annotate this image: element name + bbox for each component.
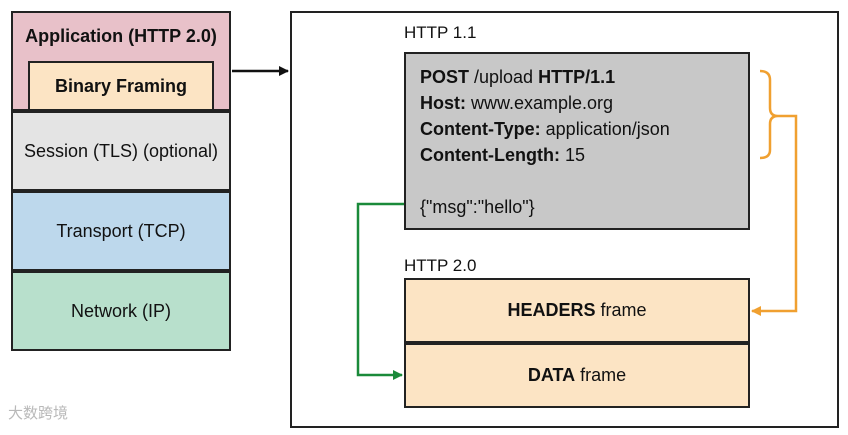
headers-frame-type: HEADERS: [507, 300, 596, 320]
application-layer-label: Application (HTTP 2.0): [25, 26, 217, 46]
network-layer: Network (IP): [11, 271, 231, 351]
headers-frame: HEADERS frame: [404, 278, 750, 343]
header-name: Content-Type:: [420, 119, 541, 139]
session-layer: Session (TLS) (optional): [11, 111, 231, 191]
header-line-host: Host: www.example.org: [420, 90, 748, 116]
request-version: HTTP/1.1: [538, 67, 616, 87]
binary-framing-layer: Binary Framing: [28, 61, 214, 111]
header-value: 15: [559, 145, 585, 165]
network-layer-label: Network (IP): [70, 300, 171, 321]
header-value: application/json: [540, 119, 670, 139]
request-method: POST: [420, 67, 470, 87]
session-layer-label: Session (TLS) (optional): [23, 140, 219, 161]
framing-panel: [290, 11, 839, 428]
body-arrow: [356, 202, 404, 380]
header-name: Content-Length:: [420, 145, 560, 165]
transport-layer-label: Transport (TCP): [56, 220, 186, 241]
request-body: {"msg":"hello"}: [420, 197, 535, 217]
headers-brace: [759, 69, 779, 160]
watermark: 大数跨境: [8, 402, 68, 423]
transport-layer: Transport (TCP): [11, 191, 231, 271]
data-frame-suffix: frame: [575, 365, 627, 385]
data-frame-type: DATA: [527, 365, 576, 385]
header-value: www.example.org: [466, 93, 614, 113]
headers-frame-suffix: frame: [595, 300, 647, 320]
watermark-text: 大数跨境: [8, 405, 69, 422]
header-line-content-type: Content-Type: application/json: [420, 116, 748, 142]
data-frame: DATA frame: [404, 343, 750, 408]
header-name: Host:: [420, 93, 466, 113]
http20-heading: HTTP 2.0: [404, 256, 477, 275]
headers-arrow: [751, 114, 798, 316]
binary-framing-label: Binary Framing: [54, 75, 188, 96]
request-line: POST /upload HTTP/1.1: [420, 64, 748, 90]
http11-heading: HTTP 1.1: [404, 23, 477, 42]
request-path: /upload: [469, 67, 539, 87]
http11-request-box: POST /upload HTTP/1.1 Host: www.example.…: [404, 52, 750, 230]
header-line-content-length: Content-Length: 15: [420, 142, 748, 168]
